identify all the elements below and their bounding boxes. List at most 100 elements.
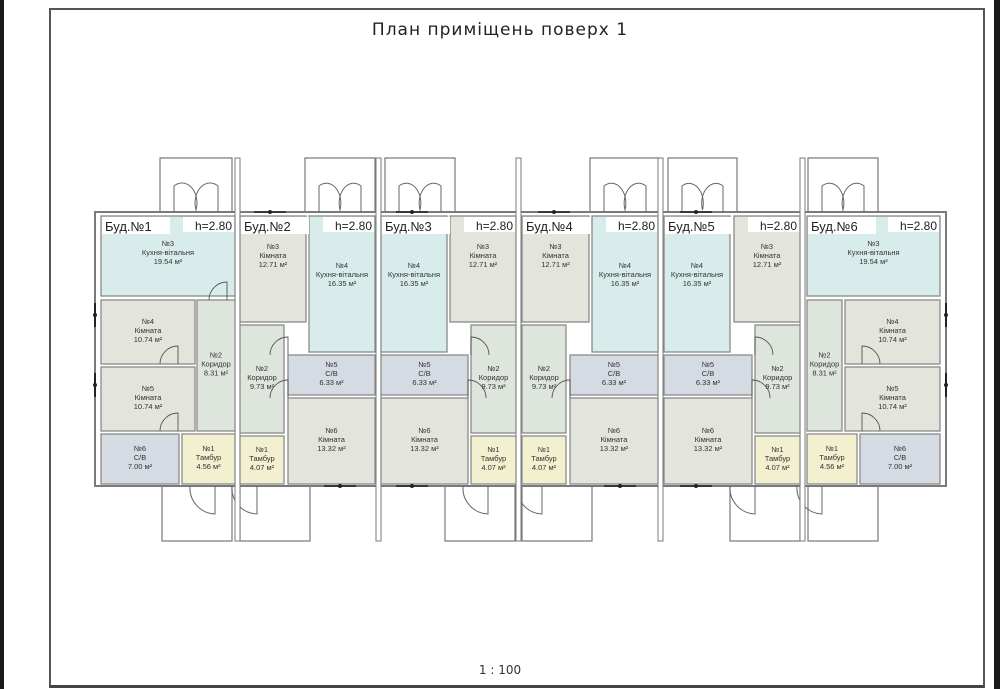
door-swing-icon <box>467 379 487 399</box>
balcony-top <box>384 157 456 212</box>
room-number: №3 <box>162 239 174 248</box>
room-fill <box>859 433 941 485</box>
room-name: Коридор <box>247 373 277 382</box>
door-swing-icon <box>470 336 490 356</box>
balcony-top <box>667 157 738 212</box>
room-fill <box>287 354 376 396</box>
label-bg <box>888 217 939 232</box>
room-fill <box>569 397 659 485</box>
room-fill <box>521 324 567 434</box>
window-icon <box>93 383 97 387</box>
room-area: 19.54 м² <box>154 257 183 266</box>
room-area: 4.07 м² <box>532 463 557 472</box>
room-name: Кухня-вітальня <box>599 270 651 279</box>
room-fill <box>308 215 376 353</box>
room-area: 10.74 м² <box>134 335 163 344</box>
building-name: Буд.№4 <box>526 219 573 234</box>
room-area: 6.33 м² <box>602 378 627 387</box>
window-icon <box>410 484 414 488</box>
building-name: Буд.№1 <box>105 219 152 234</box>
room-area: 4.56 м² <box>196 462 221 471</box>
room-area: 8.31 м² <box>204 369 229 378</box>
door-swing-icon <box>751 379 771 399</box>
room-number: №2 <box>210 351 222 360</box>
room-area: 12.71 м² <box>469 260 498 269</box>
room-number: №6 <box>894 444 906 453</box>
door-swing-icon <box>269 336 289 356</box>
room-fill <box>380 354 469 396</box>
room-number: №1 <box>487 445 499 454</box>
room-number: №1 <box>771 445 783 454</box>
balcony-top <box>159 157 233 212</box>
room-name: С/В <box>608 369 621 378</box>
room-fill <box>663 215 731 353</box>
room-fill <box>521 435 567 485</box>
window-icon <box>268 210 272 214</box>
room-number: №1 <box>538 445 550 454</box>
room-name: Коридор <box>810 360 840 369</box>
room-number: №6 <box>134 444 146 453</box>
room-name: Тамбур <box>819 453 844 462</box>
room-name: Кімната <box>260 251 288 260</box>
room-name: Кімната <box>754 251 782 260</box>
room-fill <box>754 435 801 485</box>
room-fill <box>844 366 941 432</box>
room-fill <box>733 215 801 323</box>
room-name: С/В <box>894 453 907 462</box>
room-name: Кімната <box>879 393 907 402</box>
room-area: 13.32 м² <box>317 444 346 453</box>
door-swing-icon <box>861 412 881 432</box>
window-icon <box>618 484 622 488</box>
room-name: Кімната <box>879 326 907 335</box>
room-fill <box>569 354 659 396</box>
room-name: Тамбур <box>249 454 274 463</box>
room-number: №4 <box>336 261 348 270</box>
label-bg <box>665 217 733 234</box>
building-name: Буд.№5 <box>668 219 715 234</box>
window-icon <box>338 484 342 488</box>
room-name: С/В <box>702 369 715 378</box>
room-area: 16.35 м² <box>328 279 357 288</box>
room-number: №2 <box>818 351 830 360</box>
room-name: С/В <box>418 369 431 378</box>
room-number: №5 <box>418 360 430 369</box>
door-swing-icon <box>269 379 289 399</box>
room-number: №6 <box>418 426 430 435</box>
window-icon <box>552 210 556 214</box>
room-number: №4 <box>619 261 631 270</box>
room-fill <box>196 299 236 432</box>
room-name: Коридор <box>529 373 559 382</box>
room-fill <box>470 324 517 434</box>
page-title: План приміщень поверх 1 <box>371 20 629 40</box>
room-number: №5 <box>702 360 714 369</box>
room-number: №3 <box>267 242 279 251</box>
room-name: Кімната <box>135 393 163 402</box>
entrance-door-icon <box>462 485 489 515</box>
room-area: 4.07 м² <box>765 463 790 472</box>
room-fill <box>181 433 236 485</box>
room-fill <box>287 397 376 485</box>
room-number: №5 <box>886 384 898 393</box>
room-fill <box>806 433 858 485</box>
balcony-double-door-icon <box>318 182 362 212</box>
label-bg <box>323 217 374 232</box>
window-icon <box>694 484 698 488</box>
door-swing-icon <box>159 345 179 365</box>
room-fill <box>663 354 753 396</box>
room-area: 13.32 м² <box>600 444 629 453</box>
